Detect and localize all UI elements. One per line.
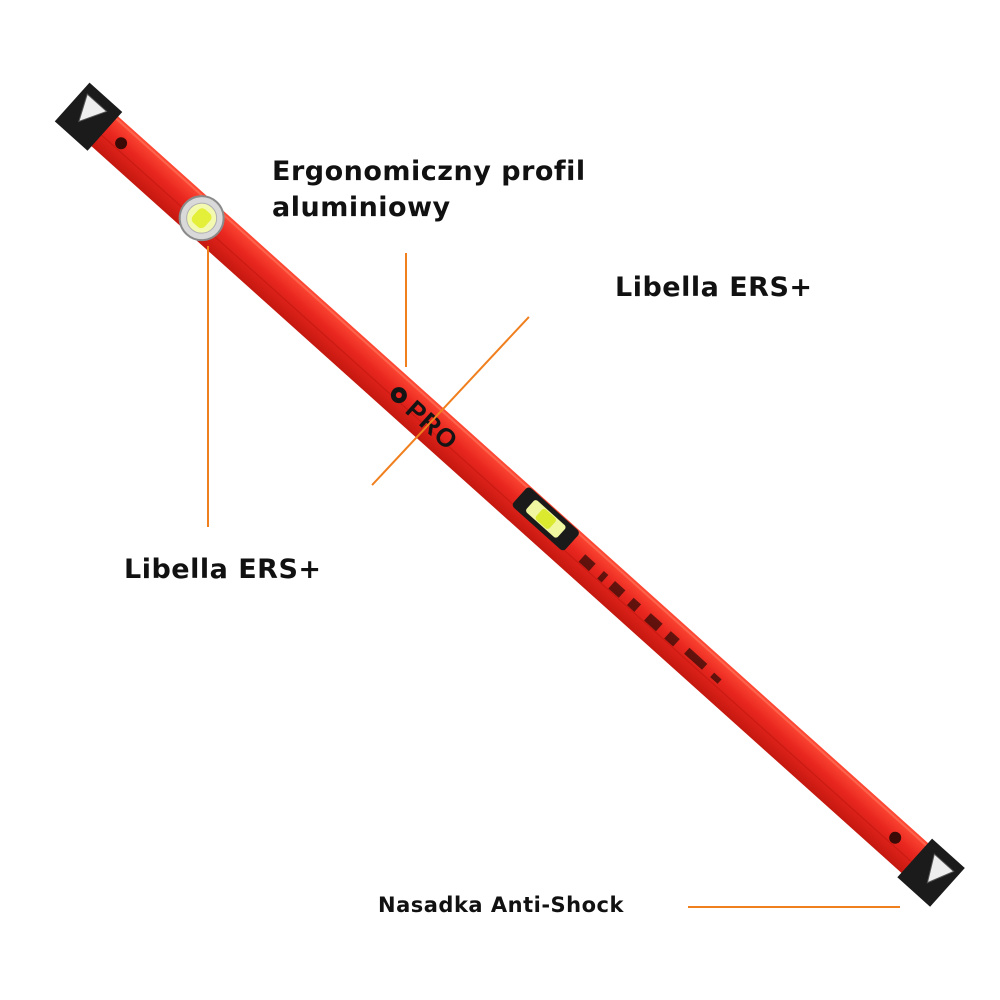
level-body [68, 96, 948, 891]
end-cap-left [54, 82, 123, 151]
horizontal-vial [512, 487, 579, 551]
callout-profile: Ergonomiczny profil aluminiowy [272, 154, 586, 226]
leader-line-libella-left [207, 246, 209, 527]
end-cap-right [897, 838, 965, 907]
callout-libella-left: Libella ERS+ [124, 554, 322, 585]
body-groove [92, 126, 921, 871]
body-edge-highlight [106, 109, 936, 855]
hang-hole-left [115, 137, 128, 150]
callout-profile-line1: Ergonomiczny profil [272, 156, 586, 187]
hang-hole-right [889, 831, 902, 844]
callout-anti-shock: Nasadka Anti-Shock [378, 893, 624, 917]
round-vial [178, 195, 225, 242]
leader-line-anti-shock [688, 906, 900, 908]
leader-line-profile [405, 253, 407, 367]
callout-libella-right: Libella ERS+ [615, 272, 813, 303]
callout-profile-line2: aluminiowy [272, 192, 451, 223]
spec-markings [578, 554, 722, 684]
